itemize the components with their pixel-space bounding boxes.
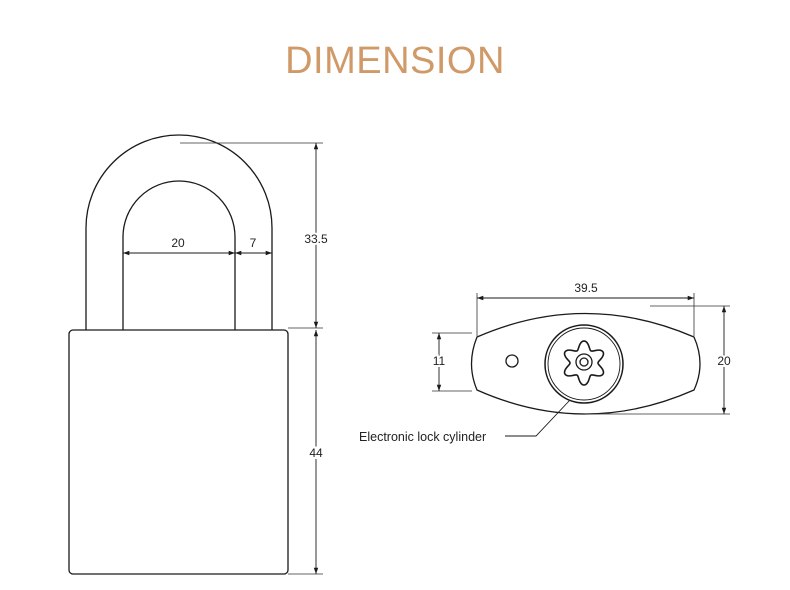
keyhole-pin	[579, 357, 589, 367]
callout-label: Electronic lock cylinder	[359, 430, 486, 444]
dim-label-length: 39.5	[574, 281, 598, 295]
cylinder-face	[547, 327, 621, 401]
dim-label-inner-width: 20	[171, 236, 185, 250]
shackle-outer	[85, 134, 273, 330]
dim-label-shackle-thickness: 7	[250, 236, 257, 250]
front-view: 20 7 33.5 44	[68, 134, 330, 575]
dim-label-body-height: 44	[309, 446, 323, 460]
star-keyway-icon	[563, 340, 605, 386]
shackle-inner	[122, 180, 236, 330]
shackle-hole	[505, 354, 519, 368]
keyhole-center	[575, 353, 593, 371]
dim-label-cylinder-diameter: 11	[433, 354, 446, 368]
top-view-outline	[470, 312, 701, 415]
lock-body	[68, 329, 289, 575]
top-view: 39.5 20 11 Electronic lock cylinder	[359, 281, 733, 444]
dim-label-width: 20	[717, 354, 731, 368]
cylinder-ring	[544, 324, 624, 404]
dim-label-shackle-height: 33.5	[304, 232, 328, 246]
callout-leader	[505, 399, 571, 437]
page-title: DIMENSION	[285, 40, 505, 82]
